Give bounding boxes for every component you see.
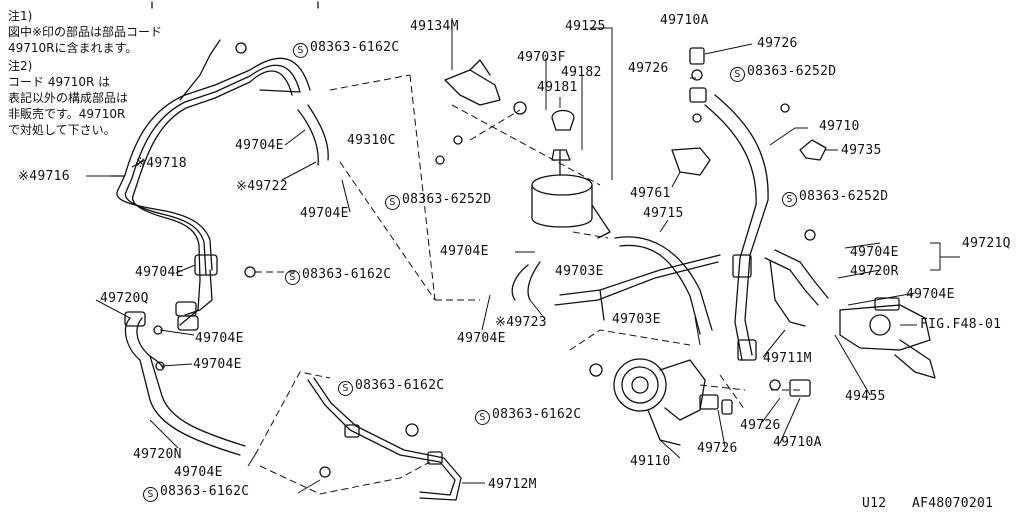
part-label-49703f: 49703F bbox=[517, 50, 566, 65]
note-2-heading: 注2) bbox=[8, 59, 33, 73]
hose-49710 bbox=[704, 94, 769, 361]
part-label-49721q: 49721Q bbox=[962, 236, 1011, 251]
part-label-49712m: 49712M bbox=[488, 477, 537, 492]
note-2: 注2) コード 49710R は 表記以外の構成部品は 非販売です。49710R… bbox=[8, 58, 128, 138]
standard-part-symbol: S bbox=[143, 487, 158, 502]
bracket-49761 bbox=[671, 147, 711, 176]
part-label-49134m: 49134M bbox=[410, 19, 459, 34]
part-label-49726-low: 49726 bbox=[740, 418, 781, 433]
footer-right-code: AF48070201 bbox=[912, 496, 994, 511]
note-1-line-1: 図中※印の部品は部品コード bbox=[8, 25, 163, 39]
part-label-49704e-h: 49704E bbox=[457, 331, 506, 346]
part-label-49704e-f: 49704E bbox=[906, 287, 955, 302]
standard-part-symbol: S bbox=[293, 43, 308, 58]
part-label-49722: ※49722 bbox=[236, 179, 288, 194]
note-1: 注1) 図中※印の部品は部品コード 49710Rに含まれます。 bbox=[8, 8, 162, 56]
part-label-49718: ※49718 bbox=[135, 156, 187, 171]
part-label-49723: ※49723 bbox=[495, 315, 547, 330]
part-label-49704e-i: 49704E bbox=[193, 357, 242, 372]
reservoir-tank bbox=[531, 109, 611, 239]
standard-part-symbol: S bbox=[385, 195, 400, 210]
part-label-49761: 49761 bbox=[630, 186, 671, 201]
part-label-49726-mid: 49726 bbox=[628, 61, 669, 76]
standard-part-symbol: S bbox=[782, 192, 797, 207]
part-label-49704e-g: 49704E bbox=[195, 331, 244, 346]
part-label-49455: 49455 bbox=[845, 389, 886, 404]
standard-part-symbol: S bbox=[475, 410, 490, 425]
std-part-number: 08363-6252D bbox=[747, 64, 837, 79]
note-2-line-4: で対処して下さい。 bbox=[8, 123, 116, 137]
part-label-49711m: 49711M bbox=[763, 351, 812, 366]
part-label-49704e-e: 49704E bbox=[135, 265, 184, 280]
part-label-49703e-a: 49703E bbox=[555, 264, 604, 279]
hose-49715 bbox=[614, 236, 713, 335]
note-2-line-1: コード 49710R は bbox=[8, 75, 111, 89]
pipe-49712m bbox=[307, 377, 462, 501]
std-part-number: 08363-6162C bbox=[355, 378, 445, 393]
frame-bracket bbox=[151, 1, 319, 9]
part-label-49710a-top: 49710A bbox=[660, 13, 709, 28]
clip-49735 bbox=[799, 139, 827, 161]
note-1-line-2: 49710Rに含まれます。 bbox=[8, 41, 138, 55]
pump-49110 bbox=[613, 358, 733, 446]
part-label-49720q: 49720Q bbox=[100, 291, 149, 306]
pipe-bundle bbox=[109, 39, 311, 331]
part-label-49704e-d: 49704E bbox=[440, 244, 489, 259]
part-label-49720r: 49720R bbox=[850, 264, 899, 279]
std-part-number: 08363-6162C bbox=[492, 407, 582, 422]
part-label-49720n: 49720N bbox=[133, 447, 182, 462]
part-label-49125: 49125 bbox=[565, 19, 606, 34]
note-2-line-2: 表記以外の構成部品は bbox=[8, 91, 129, 105]
part-label-49703e-b: 49703E bbox=[612, 312, 661, 327]
part-label-49710: 49710 bbox=[819, 119, 860, 134]
steering-gear bbox=[839, 297, 936, 379]
part-label-49181: 49181 bbox=[537, 80, 578, 95]
part-label-fig-ref: FIG.F48-01 bbox=[920, 317, 1002, 332]
part-label-49182: 49182 bbox=[561, 65, 602, 80]
part-label-49735: 49735 bbox=[841, 143, 882, 158]
std-part-number: 08363-6162C bbox=[302, 267, 392, 282]
standard-part-symbol: S bbox=[285, 270, 300, 285]
note-2-line-3: 非販売です。49710R bbox=[8, 107, 126, 121]
part-label-49110: 49110 bbox=[630, 454, 671, 469]
part-label-49715: 49715 bbox=[643, 206, 684, 221]
hose-49721q bbox=[764, 249, 829, 327]
note-1-heading: 注1) bbox=[8, 9, 33, 23]
part-label-49716: ※49716 bbox=[18, 169, 70, 184]
hose-49720n bbox=[124, 311, 246, 456]
std-part-number: 08363-6252D bbox=[402, 192, 492, 207]
part-label-49310c: 49310C bbox=[347, 133, 396, 148]
part-label-49710a-low: 49710A bbox=[773, 435, 822, 450]
std-part-number: 08363-6162C bbox=[310, 40, 400, 55]
part-label-49726-bottom: 49726 bbox=[697, 441, 738, 456]
part-label-49726-top: 49726 bbox=[757, 36, 798, 51]
standard-part-symbol: S bbox=[730, 67, 745, 82]
std-part-number: 08363-6162C bbox=[160, 484, 250, 499]
part-label-49704e-c: 49704E bbox=[850, 245, 899, 260]
bracket-49134m bbox=[444, 59, 501, 106]
part-label-49704e-a: 49704E bbox=[235, 138, 284, 153]
part-label-49704e-b: 49704E bbox=[300, 206, 349, 221]
std-part-number: 08363-6252D bbox=[799, 189, 889, 204]
part-label-49704e-j: 49704E bbox=[174, 465, 223, 480]
standard-part-symbol: S bbox=[338, 381, 353, 396]
footer-left-code: U12 bbox=[862, 496, 887, 511]
